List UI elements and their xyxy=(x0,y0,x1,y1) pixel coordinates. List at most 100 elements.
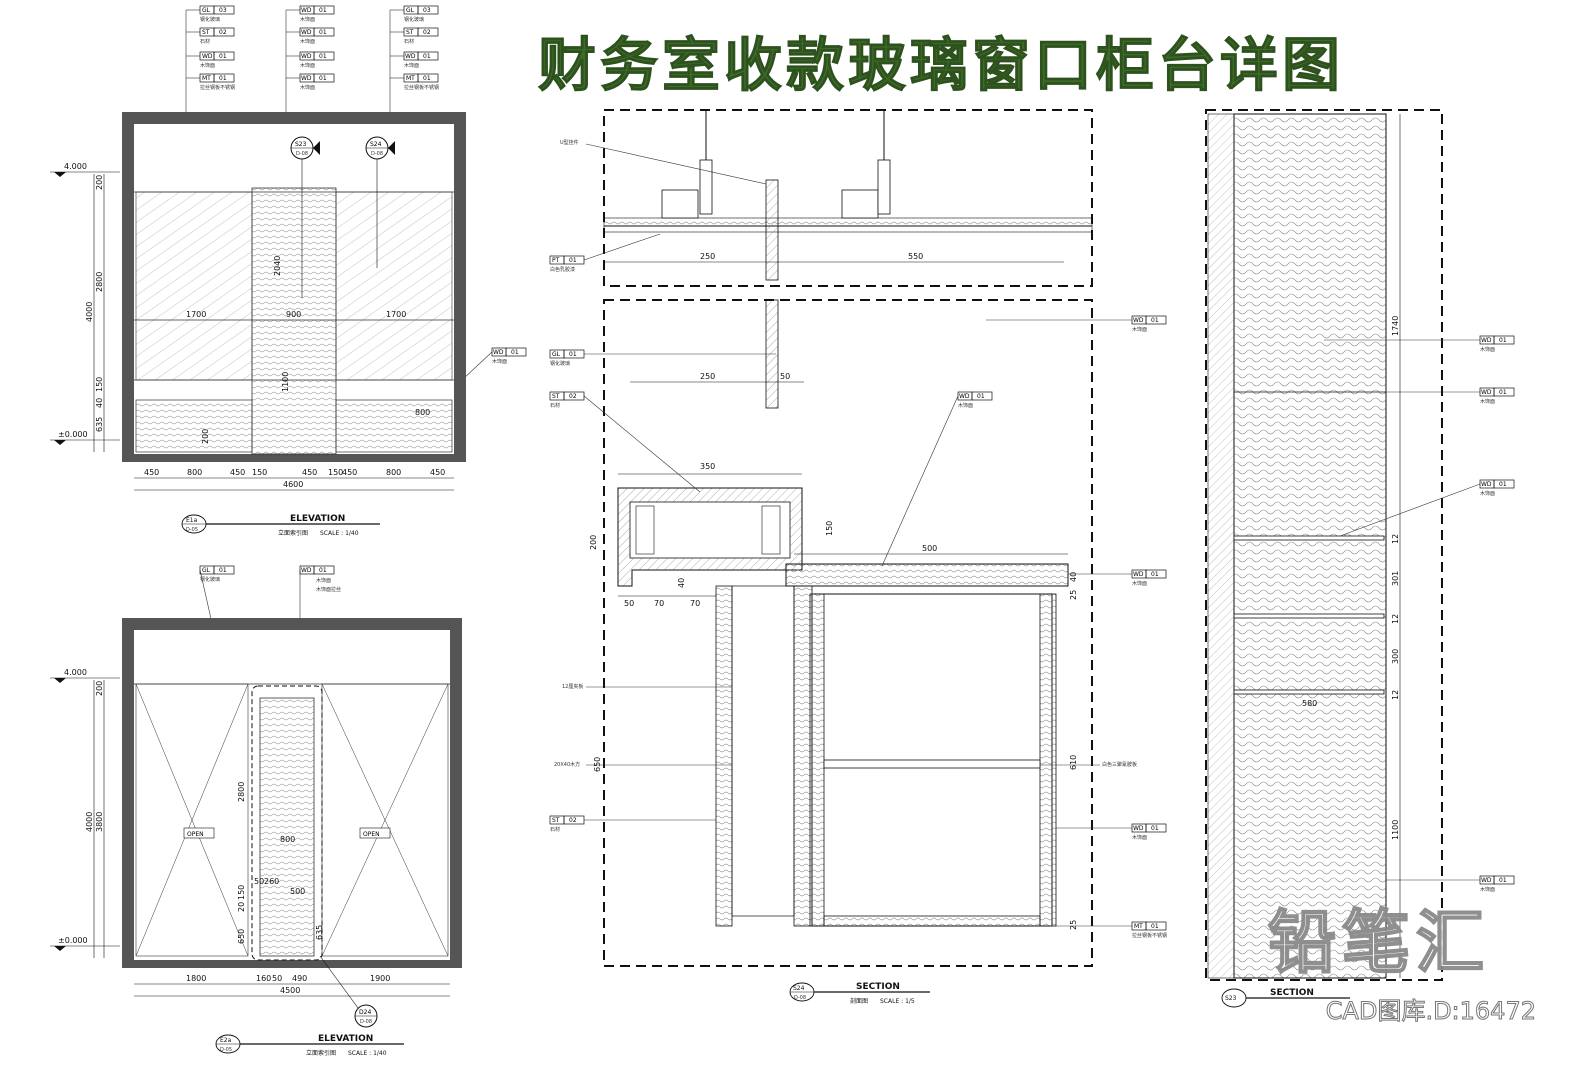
s23-tag-3-num: 01 xyxy=(1499,877,1507,884)
e1a-vdim-4: 40 xyxy=(95,398,104,408)
e1a-tag-8-note: 钢化玻璃 xyxy=(404,16,424,23)
s24-top-dim-1: 550 xyxy=(908,252,923,261)
s23-tag-1-num: 01 xyxy=(1499,389,1507,396)
e1a-bdim-4: 450 xyxy=(302,468,317,477)
e1a-bdim-7: 800 xyxy=(386,468,401,477)
e2a-tag-2-note: 木饰面拉丝 xyxy=(316,586,341,593)
s24-left-tag-2-note: 石材 xyxy=(550,826,560,833)
e1a-bdim-0: 450 xyxy=(144,468,159,477)
e1a-level-bottom: ±0.000 xyxy=(50,430,120,445)
e1a-idim-0: 1700 xyxy=(186,310,206,319)
s24-dim-9: 70 xyxy=(690,599,700,608)
s23-tag-2-note: 木饰面 xyxy=(1480,490,1495,497)
drawing-title: 财务室收款玻璃窗口柜台详图 xyxy=(538,31,1345,100)
e1a-glass-right xyxy=(335,191,453,381)
e2a-caption-title: ELEVATION xyxy=(318,1034,373,1044)
s24-top-tag-note: 白色乳胶漆 xyxy=(550,266,575,273)
e1a-tag-8-num: 03 xyxy=(423,7,431,14)
e1a-caption: E1a D-05 ELEVATION 立面索引图 SCALE : 1/40 xyxy=(181,514,380,537)
e1a-tag-2-code: WD xyxy=(202,53,213,60)
s23-caption: S23 SECTION xyxy=(1221,988,1350,1008)
e1a-tag-6-num: 01 xyxy=(319,53,327,60)
e1a-tag-8-code: GL xyxy=(406,7,415,14)
e2a-open-right: OPEN xyxy=(363,831,380,838)
e1a-vdim-1: 2800 xyxy=(95,272,104,292)
s24-right-tag-4-note: 拉丝钢板不锈钢 xyxy=(1132,932,1167,939)
e1a-tag-12-note: 木饰面 xyxy=(492,358,507,365)
e1a-level-top: 4.000 xyxy=(50,162,120,177)
s24-right-tag-1-note: 木饰面 xyxy=(958,402,973,409)
e1a-idim-3: 800 xyxy=(415,408,430,417)
s24-top-tag-num: 01 xyxy=(569,257,577,264)
s23-tag-3-code: WD xyxy=(1481,877,1492,884)
d24-marker-id: D24 xyxy=(359,1009,371,1016)
s24-right-tag-3-num: 01 xyxy=(1151,825,1159,832)
s24-counter-top xyxy=(785,563,1069,587)
s24-top-note: U型挂件 xyxy=(560,139,579,146)
e1a-level-bottom-text: ±0.000 xyxy=(58,430,88,439)
s24-dim-3: 200 xyxy=(589,535,598,550)
s23-caption-id: S23 xyxy=(1225,995,1237,1002)
s24-right-tag-1-code: WD xyxy=(959,393,970,400)
e2a-total-dim: 4500 xyxy=(280,986,300,995)
e1a-tag-11-code: MT xyxy=(406,75,415,82)
e1a-level-top-text: 4.000 xyxy=(64,162,87,171)
e1a-tag-12-num: 01 xyxy=(511,349,519,356)
s23-dim-1: 12 xyxy=(1391,534,1400,544)
s24-left-tag-0-note: 钢化玻璃 xyxy=(550,360,570,367)
s23-caption-title: SECTION xyxy=(1270,988,1314,998)
e2a-center-column xyxy=(259,697,315,957)
s24-dim-4: 150 xyxy=(825,521,834,536)
s24-dim-14: 25 xyxy=(1069,920,1078,930)
e2a-detail-bubble xyxy=(251,685,323,961)
e1a-tag-10-code: WD xyxy=(405,53,416,60)
e1a-tag-7-num: 01 xyxy=(319,75,327,82)
e2a-caption-id: E2a xyxy=(220,1037,232,1044)
s23-tag-0-num: 01 xyxy=(1499,337,1507,344)
s24-top-detail-frame xyxy=(603,109,1093,287)
e1a-caption-sub: 立面索引图 xyxy=(278,529,308,537)
e1a-tag-2-num: 01 xyxy=(219,53,227,60)
e2a-bdim-1: 160 xyxy=(256,974,271,983)
e1a-tag-5-note: 木饰面 xyxy=(300,38,315,45)
e1a-section-marker-s23: S23 D-08 xyxy=(290,136,320,298)
e1a-caption-title: ELEVATION xyxy=(290,514,345,524)
e1a-bdim-5: 450 xyxy=(342,468,357,477)
e1a-idim-2: 1700 xyxy=(386,310,406,319)
e1a-tag-10-note: 木饰面 xyxy=(404,62,419,69)
s24-right-tag-0-code: WD xyxy=(1133,317,1144,324)
e1a-tag-0-num: 03 xyxy=(219,7,227,14)
s23-marker-id: S23 xyxy=(295,141,307,148)
e1a-vdim-0: 200 xyxy=(95,175,104,190)
s23-dim-4: 300 xyxy=(1391,649,1400,664)
s24-dim-5: 500 xyxy=(922,544,937,553)
s24-right-tag-0-note: 木饰面 xyxy=(1132,326,1147,333)
e1a-bdim-6: 150 xyxy=(328,468,343,477)
e2a-vdim-5: 20 xyxy=(237,902,246,912)
s24-dim-12: 650 xyxy=(593,757,602,772)
e1a-caption-scale: SCALE : 1/40 xyxy=(320,530,359,537)
s24-left-note-1: 20X40木方 xyxy=(554,761,580,768)
s23-dim-5: 12 xyxy=(1391,690,1400,700)
e2a-bdim-2: 50 xyxy=(272,974,282,983)
s23-dim-3: 12 xyxy=(1391,614,1400,624)
s23-marker-ref: D-08 xyxy=(296,151,308,157)
s23-tag-1-code: WD xyxy=(1481,389,1492,396)
s24-right-tag-4-num: 01 xyxy=(1151,923,1159,930)
s23-dim-2: 301 xyxy=(1391,571,1400,586)
s24-dim-1: 50 xyxy=(780,372,790,381)
e1a-vdim-2: 4000 xyxy=(85,302,94,322)
s23-tag-3-note: 木饰面 xyxy=(1480,886,1495,893)
e1a-center-column xyxy=(251,187,337,455)
s24-right-tag-1-num: 01 xyxy=(977,393,985,400)
e2a-tag-0-note: 钢化玻璃 xyxy=(200,576,220,583)
e1a-tag-0-note: 钢化玻璃 xyxy=(200,16,220,23)
s24-dim-2: 350 xyxy=(700,462,715,471)
e1a-tag-3-note: 拉丝钢板不锈钢 xyxy=(200,84,235,91)
e2a-detail-marker-d24: D24 D-08 xyxy=(319,955,378,1028)
s24-dim-6: 40 xyxy=(1069,572,1078,582)
s24-left-tag-0-code: GL xyxy=(552,351,561,358)
